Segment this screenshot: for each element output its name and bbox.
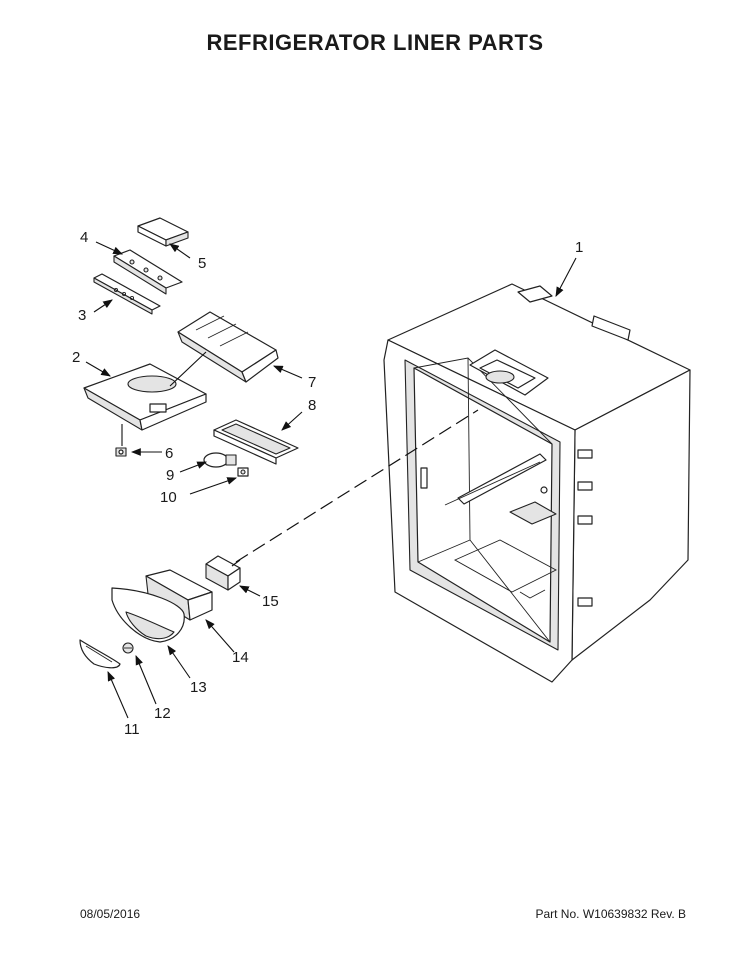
- part-module-15[interactable]: [205, 555, 241, 591]
- callout-10: 10: [160, 489, 177, 506]
- callout-4: 4: [80, 229, 88, 246]
- callout-13: 13: [190, 679, 207, 696]
- callout-6: 6: [165, 445, 173, 462]
- part-lens-8[interactable]: [213, 419, 299, 465]
- part-bin-cover-13[interactable]: [111, 587, 185, 643]
- callout-3: 3: [78, 307, 86, 324]
- callout-1: 1: [575, 239, 583, 256]
- callout-2: 2: [72, 349, 80, 366]
- leader-lines: [85, 241, 577, 719]
- page-title: REFRIGERATOR LINER PARTS: [206, 30, 544, 55]
- footer-part-number: Part No. W10639832 Rev. B: [535, 907, 686, 921]
- callout-7: 7: [308, 374, 316, 391]
- part-control-board-4[interactable]: [113, 249, 183, 295]
- callout-12: 12: [154, 705, 171, 722]
- callout-labels: 1 2 3 4 5 6 7 8 9 10 11 12 13 14 15: [72, 229, 583, 738]
- part-housing-2[interactable]: [83, 363, 207, 431]
- callout-15: 15: [262, 593, 279, 610]
- callout-14: 14: [232, 649, 249, 666]
- part-screw-12[interactable]: [122, 642, 134, 654]
- footer-date: 08/05/2016: [80, 907, 141, 921]
- callout-8: 8: [308, 397, 316, 414]
- part-panel-3[interactable]: [93, 273, 161, 315]
- callout-11: 11: [124, 721, 140, 738]
- part-trim-11[interactable]: [79, 639, 121, 669]
- callout-9: 9: [166, 467, 174, 484]
- part-socket-10[interactable]: [237, 467, 249, 477]
- part-liner[interactable]: [383, 283, 691, 683]
- part-cover-7[interactable]: [177, 311, 279, 383]
- part-bulb-9[interactable]: [203, 452, 237, 468]
- part-bracket-5[interactable]: [137, 217, 189, 247]
- part-clip-6[interactable]: [115, 447, 127, 457]
- callout-5: 5: [198, 255, 206, 272]
